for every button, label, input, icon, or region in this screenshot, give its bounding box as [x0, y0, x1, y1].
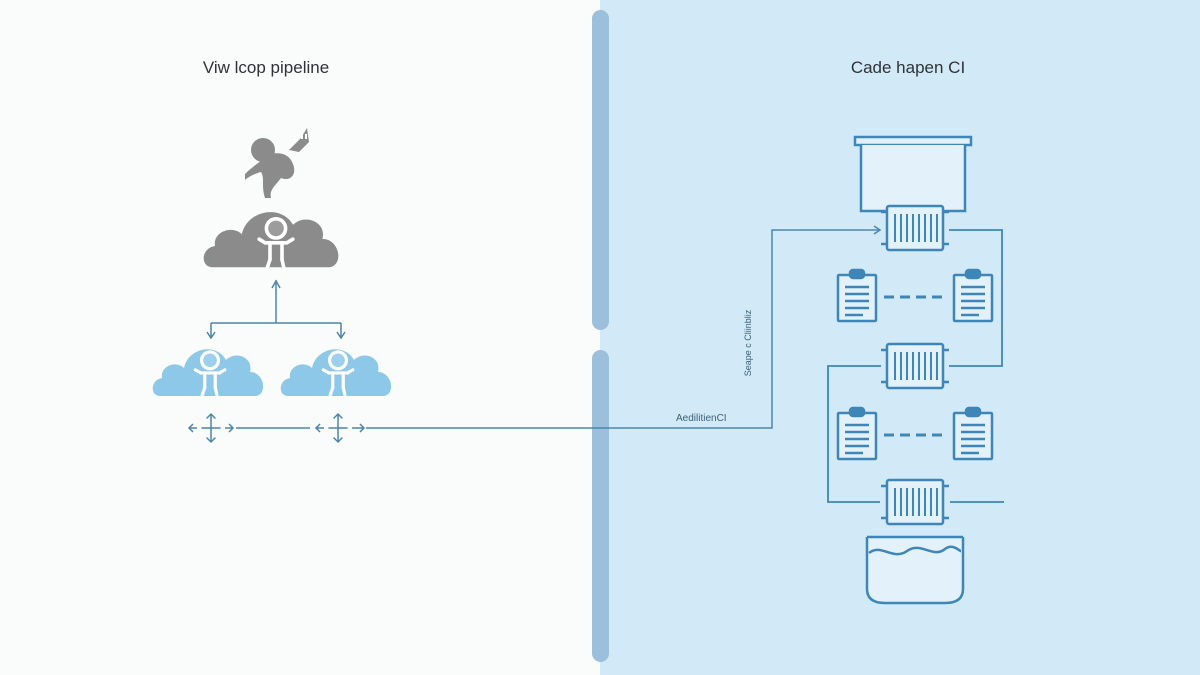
person-climbing-icon	[245, 128, 309, 198]
node-cloud-left[interactable]	[152, 349, 264, 399]
left-panel	[0, 0, 600, 675]
node-doc-pair-1[interactable]	[836, 268, 994, 323]
cross-panel-connector	[236, 225, 882, 429]
right-panel-title: Cade hapen CI	[850, 58, 966, 77]
node-top-bin[interactable]	[853, 135, 973, 213]
move-arrows-right[interactable]	[314, 413, 366, 443]
move-arrows-left[interactable]	[187, 413, 235, 443]
node-top-cloud[interactable]	[203, 212, 339, 273]
server-rack-icon	[879, 478, 951, 526]
left-panel-title: Viw lcop pipeline	[202, 58, 330, 77]
node-cloud-right[interactable]	[280, 349, 392, 399]
server-rack-icon	[879, 204, 951, 252]
clipboard-icon	[836, 406, 878, 461]
clipboard-icon	[952, 406, 994, 461]
connector-label: AedilitienCI	[676, 413, 727, 424]
node-doc-pair-2[interactable]	[836, 406, 994, 461]
node-water-tank[interactable]	[865, 535, 965, 605]
water-tank-icon	[865, 535, 965, 605]
cloud-person-icon	[203, 212, 339, 273]
cloud-person-icon	[280, 349, 392, 399]
node-server-3[interactable]	[879, 478, 951, 526]
connector-tree	[206, 279, 346, 340]
node-server-1[interactable]	[879, 204, 951, 252]
server-rack-icon	[879, 342, 951, 390]
node-server-2[interactable]	[879, 342, 951, 390]
clipboard-icon	[952, 268, 994, 323]
clipboard-icon	[836, 268, 878, 323]
bin-icon	[853, 135, 973, 213]
vertical-connector-label: Seape c Cliinbliz	[743, 309, 753, 377]
cloud-person-icon	[152, 349, 264, 399]
panel-divider-top[interactable]	[592, 10, 609, 330]
pipeline-connectors	[827, 229, 1004, 503]
node-top-figure[interactable]	[245, 128, 309, 198]
